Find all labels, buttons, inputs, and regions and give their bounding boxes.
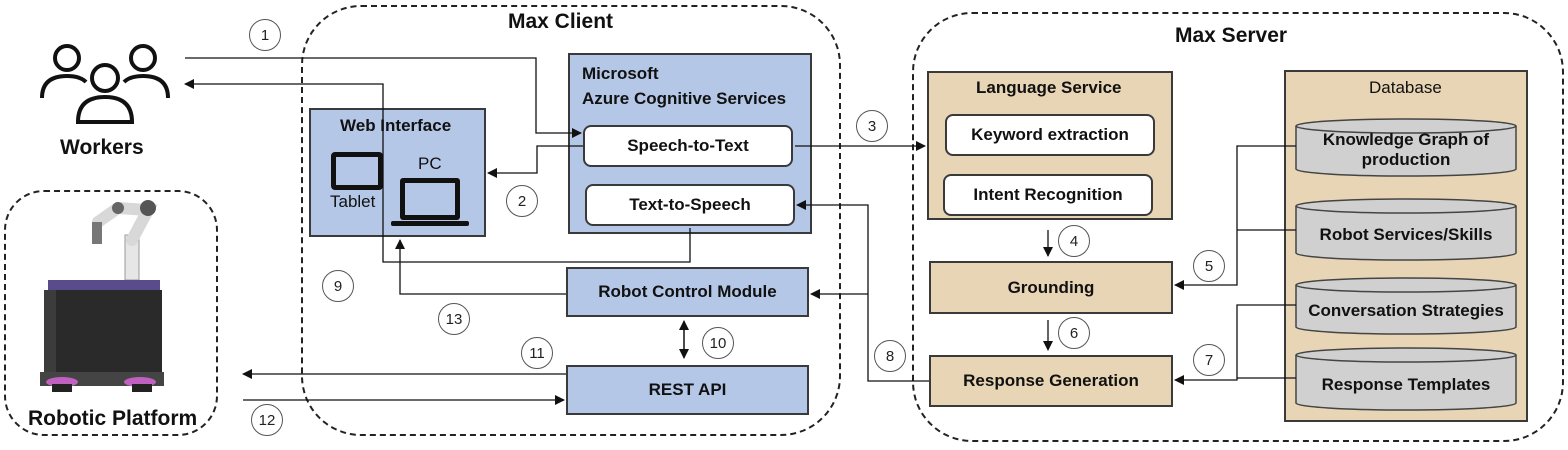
- keyword-extraction-box: Keyword extraction: [945, 114, 1155, 156]
- step-12-marker: 12: [251, 404, 283, 436]
- response-generation-box: Response Generation: [929, 355, 1173, 407]
- robot-services-label: Robot Services/Skills: [1319, 225, 1493, 244]
- robot-control-module-box: Robot Control Module: [566, 267, 809, 317]
- pc-label: PC: [418, 154, 442, 173]
- step-2-marker: 2: [506, 185, 538, 217]
- step-3-marker: 3: [856, 110, 888, 142]
- workers-label: Workers: [60, 136, 144, 159]
- step-4-marker: 4: [1058, 225, 1090, 257]
- web-interface-title: Web Interface: [340, 116, 452, 135]
- tablet-label: Tablet: [330, 192, 376, 211]
- response-templates-label: Response Templates: [1321, 375, 1491, 394]
- speech-to-text-box: Speech-to-Text: [583, 125, 793, 167]
- step-5-marker: 5: [1193, 250, 1225, 282]
- step-10-marker: 10: [702, 327, 734, 359]
- azure-title-line2: Azure Cognitive Services: [582, 89, 787, 108]
- rest-api-box: REST API: [566, 365, 809, 415]
- step-9-marker: 9: [322, 270, 354, 302]
- text-to-speech-box: Text-to-Speech: [585, 184, 795, 226]
- step-6-marker: 6: [1058, 317, 1090, 349]
- azure-title-line1: Microsoft: [582, 64, 659, 83]
- max-client-title: Max Client: [508, 10, 614, 33]
- step-13-marker: 13: [438, 303, 470, 335]
- workers-icon: [40, 44, 170, 124]
- language-service-title: Language Service: [976, 78, 1122, 97]
- step-8-marker: 8: [874, 340, 906, 372]
- knowledge-graph-line1: Knowledge Graph of: [1322, 130, 1490, 149]
- robotic-platform-region: [4, 190, 218, 436]
- database-title: Database: [1369, 78, 1442, 97]
- knowledge-graph-line2: production: [1361, 150, 1451, 169]
- step-11-marker: 11: [521, 337, 553, 369]
- step-1-marker: 1: [249, 19, 281, 51]
- step-7-marker: 7: [1193, 344, 1225, 376]
- knowledge-graph-label: Knowledge Graph of production: [1300, 128, 1512, 172]
- robotic-platform-label: Robotic Platform: [28, 407, 198, 430]
- intent-recognition-box: Intent Recognition: [943, 174, 1153, 216]
- grounding-box: Grounding: [929, 261, 1173, 314]
- conversation-strategies-label: Conversation Strategies: [1308, 301, 1504, 320]
- max-server-title: Max Server: [1175, 24, 1288, 47]
